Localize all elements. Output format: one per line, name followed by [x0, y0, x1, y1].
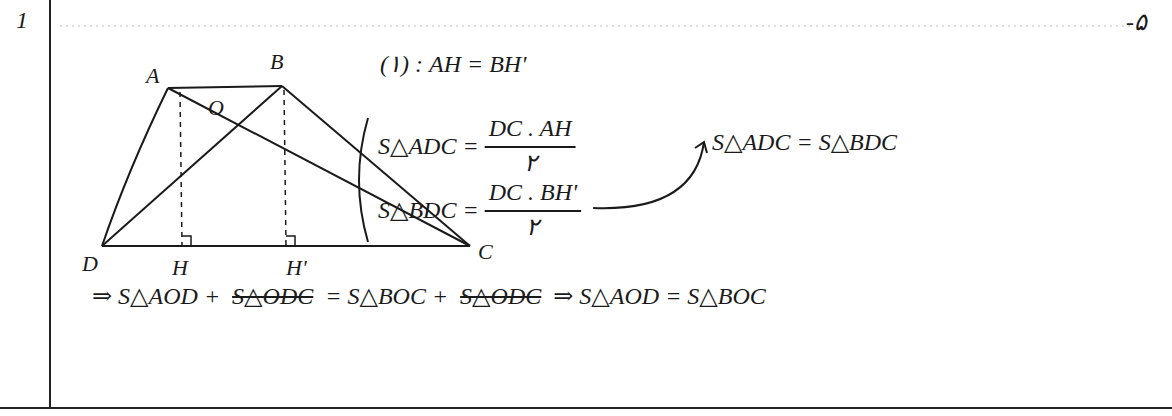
fraction-denominator: ۲ — [524, 149, 537, 177]
vertex-label: D — [82, 250, 98, 278]
fraction-denominator: ۲ — [526, 213, 539, 241]
equation: = S△BOC + — [325, 282, 448, 310]
vertex-label: A — [146, 62, 159, 90]
equation: S△ADC = S△BDC — [712, 128, 897, 156]
problem-number: 1 — [16, 6, 28, 34]
altitude — [180, 90, 286, 246]
equation: ⇒ S△AOD + — [92, 282, 220, 310]
equation: S△ADC = — [378, 132, 479, 160]
equation: (۱) : AH = BH' — [380, 50, 526, 78]
fraction-bar — [485, 146, 576, 148]
right-angle-mark — [182, 236, 295, 246]
arrow-head — [695, 142, 707, 153]
equation: S△BDC = — [378, 196, 479, 224]
equation: ⇒ S△AOD = S△BOC — [553, 282, 766, 310]
table-border — [49, 0, 51, 408]
table-border — [0, 407, 1172, 409]
page-mark: -۵ — [1126, 8, 1147, 36]
vertex-label: B — [270, 48, 283, 76]
fraction-numerator: DC . BH' — [489, 178, 577, 206]
ruled-line — [60, 26, 1130, 27]
cancelled-term: S△ODC — [460, 282, 541, 310]
vertex-label: O — [208, 94, 224, 122]
fraction-bar — [485, 210, 581, 212]
bracket — [359, 118, 368, 242]
vertex-label: C — [478, 238, 493, 266]
fraction-numerator: DC . AH — [489, 114, 572, 142]
vertex-label: H' — [286, 254, 307, 282]
equation-row: ⇒ S△AOD + S△ODC = S△BOC + S△ODC ⇒ S△AOD = S△… — [92, 282, 766, 310]
vertex-label: H — [172, 254, 188, 282]
cancelled-term: S△ODC — [232, 282, 313, 310]
implication-arrow — [593, 142, 704, 208]
